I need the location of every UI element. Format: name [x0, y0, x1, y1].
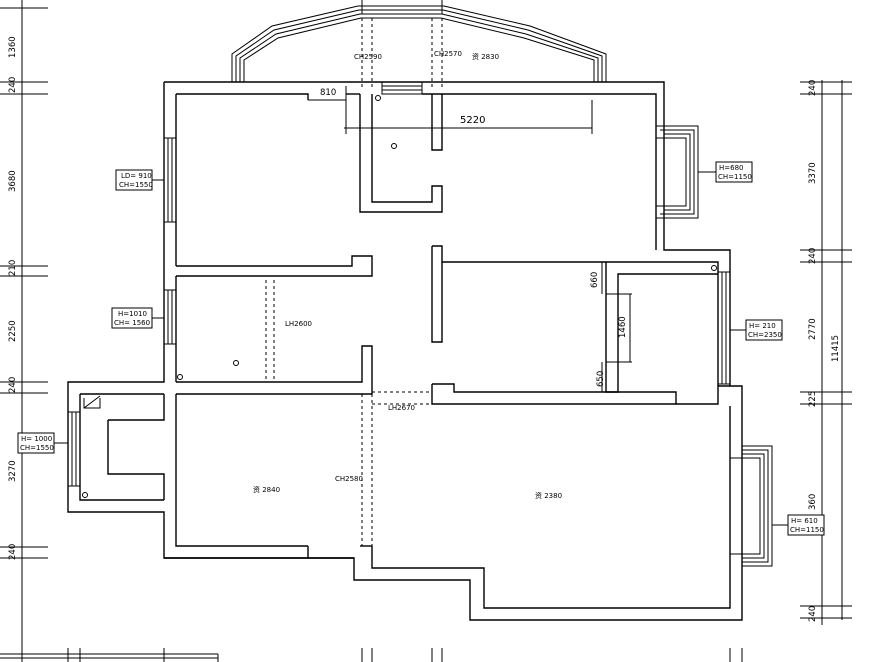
wlabel-5-line1: H= 210: [749, 322, 776, 330]
window-left-upper: [163, 137, 177, 223]
right-dim-2: 3370: [808, 162, 818, 184]
dim-5220: 5220: [460, 115, 485, 126]
wlabel-2-line1: H=1010: [118, 310, 147, 318]
dim-650: 650: [596, 371, 606, 387]
label-lh2670: LH2670: [388, 404, 415, 412]
left-dim-8: 240: [8, 544, 18, 560]
window-left-middle: [163, 289, 177, 345]
left-dimension-chain: 1360 240 3680 210 2250 240 3270 240: [0, 0, 48, 662]
right-dim-7: 240: [808, 606, 818, 622]
left-dim-1: 1360: [8, 36, 18, 58]
windows: [67, 81, 773, 567]
right-dim-4: 2770: [808, 318, 818, 340]
left-dim-4: 210: [8, 260, 18, 276]
exterior-walls: [67, 81, 743, 621]
window-labels: LD= 910 CH=1550 H=1010 CH= 1560 H= 1000 …: [17, 161, 825, 536]
wlabel-3-line2: CH=1550: [20, 444, 54, 452]
wlabel-4-line1: H=680: [719, 164, 744, 172]
window-right-middle: [717, 271, 731, 385]
dim-1460: 1460: [618, 316, 628, 338]
interior-walls: [107, 94, 730, 559]
top-bay-window: [231, 0, 607, 88]
label-hall-right: 资 2380: [535, 491, 562, 500]
dim-660: 660: [590, 272, 600, 288]
fixtures: [82, 95, 717, 498]
wlabel-4-line2: CH=1150: [718, 173, 752, 181]
right-dim-6: 360: [808, 494, 818, 510]
right-dim-1: 240: [808, 80, 818, 96]
wlabel-6-line2: CH=1150: [790, 526, 824, 534]
label-ch2570: CH2570: [434, 50, 462, 58]
wlabel-3-line1: H= 1000: [21, 435, 52, 443]
window-top-small: [381, 81, 423, 95]
door-openings: [265, 280, 432, 546]
label-ch2590: CH2590: [354, 53, 382, 61]
label-top-hall: 资 2830: [472, 52, 499, 61]
right-dim-3: 240: [808, 248, 818, 264]
total-dim: 11415: [831, 335, 841, 362]
left-dim-5: 2250: [8, 320, 18, 342]
label-hall-left: 资 2840: [253, 485, 280, 494]
label-ch2580: CH2580: [335, 475, 363, 483]
edge-fragments: [0, 648, 743, 662]
room-labels: CH2590 CH2570 资 2830 LH2600 LH2670 CH258…: [253, 50, 562, 500]
window-kitchen: [67, 411, 81, 487]
wlabel-1-line2: CH=1550: [119, 181, 153, 189]
wlabel-6-line1: H= 610: [791, 517, 818, 525]
right-dimension-chain: 240 3370 240 2770 225 360 240 11415: [800, 80, 852, 625]
wlabel-5-line2: CH=2350: [748, 331, 782, 339]
left-dim-2: 240: [8, 77, 18, 93]
left-dim-7: 3270: [8, 460, 18, 482]
right-dim-5: 225: [808, 391, 818, 407]
left-dim-6: 240: [8, 377, 18, 393]
wlabel-1-line1: LD= 910: [121, 172, 152, 180]
wlabel-2-line2: CH= 1560: [114, 319, 150, 327]
interior-dimensions: 810 5220 660 1460 650: [308, 86, 632, 392]
dim-810: 810: [320, 88, 336, 98]
label-lh2600: LH2600: [285, 320, 312, 328]
left-dim-3: 3680: [8, 170, 18, 192]
